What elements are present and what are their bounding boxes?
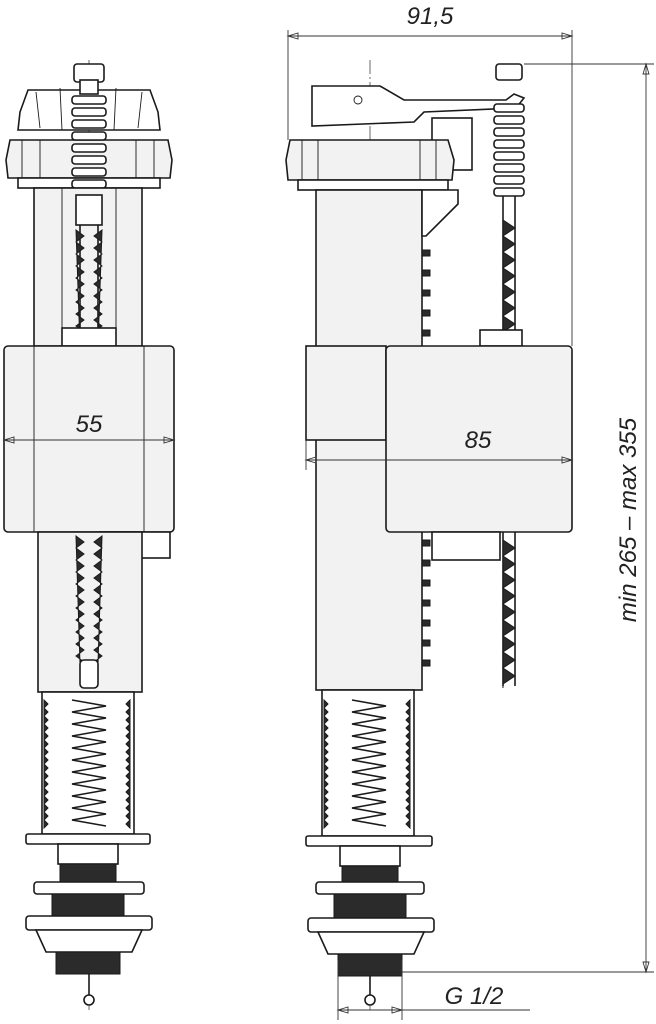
dimension-width [286,30,574,346]
bottom-spring-left [71,699,107,827]
float-width-label: 85 [465,427,492,454]
dimension-height [402,62,654,974]
dimension-diameter-left [2,436,176,444]
bottom-spring-right [351,699,387,827]
side-view [285,60,573,1010]
thread-label: G 1/2 [445,983,504,1010]
dimension-float-width [304,440,574,470]
width-label: 91,5 [407,3,454,30]
top-spring-left [71,95,107,189]
dimension-thread [336,960,530,1020]
diameter-left-label: 55 [76,411,103,438]
height-range-label: min 265 – max 355 [615,417,642,622]
front-view [3,60,175,1010]
top-spring-right [493,103,525,197]
